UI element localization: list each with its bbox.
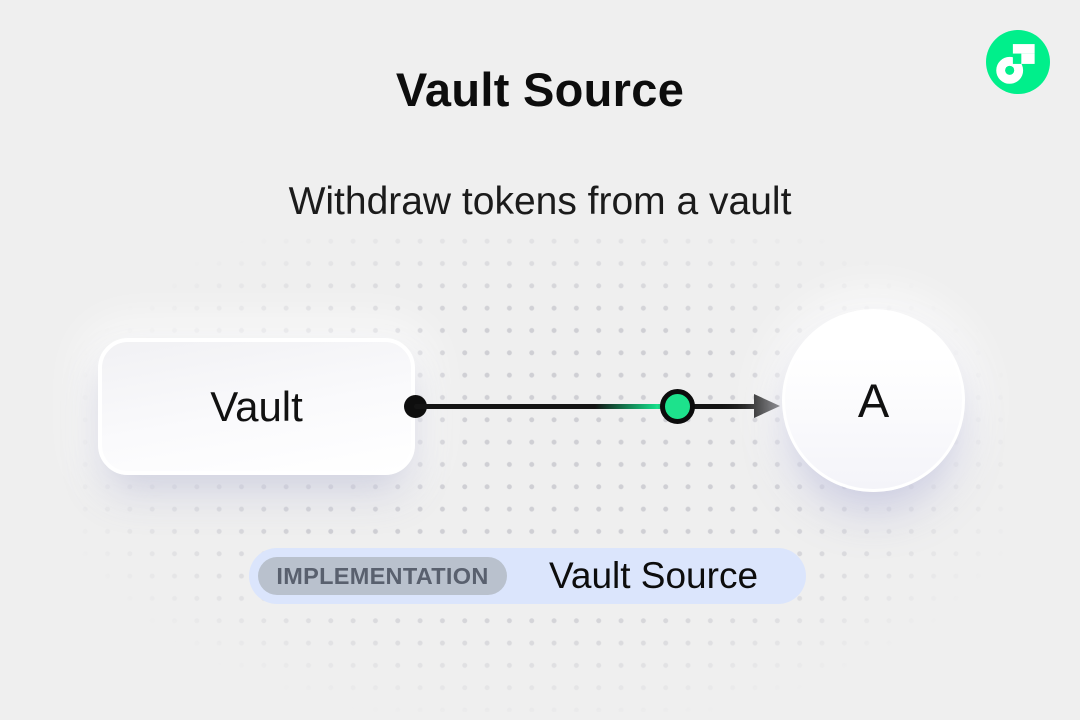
- flow-logo-icon: [986, 30, 1050, 94]
- token-dot: [660, 389, 695, 424]
- vault-node-label: Vault: [210, 382, 303, 430]
- implementation-tag: IMPLEMENTATION: [258, 557, 507, 595]
- implementation-title: Vault Source: [548, 555, 759, 596]
- vault-node: Vault: [98, 338, 415, 475]
- account-node-label: A: [857, 374, 890, 427]
- edge-line: [414, 404, 762, 409]
- page-subtitle: Withdraw tokens from a vault: [288, 180, 792, 223]
- arrowhead-icon: [754, 394, 780, 418]
- page-title: Vault Source: [395, 63, 685, 116]
- implementation-pill: IMPLEMENTATION Vault Source: [249, 548, 806, 604]
- account-node: A: [782, 309, 965, 492]
